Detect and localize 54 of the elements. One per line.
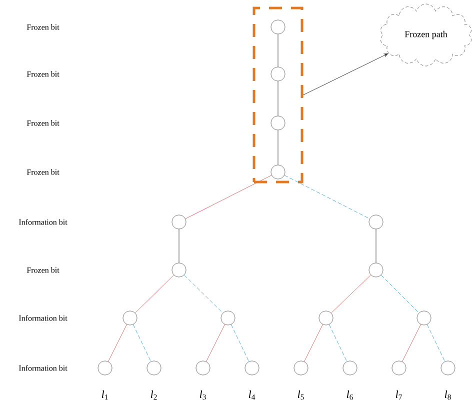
tree-edge [178, 228, 180, 264]
row-label: Frozen bit [26, 71, 60, 77]
row-label: Frozen bit [26, 169, 60, 175]
row-label: Information bit [18, 219, 68, 225]
highlight-box [252, 6, 304, 184]
tree-node [98, 360, 112, 376]
leaf-label: l$_{3}$ [200, 390, 206, 400]
tree-node [270, 20, 286, 34]
tree-node [318, 310, 334, 326]
tree-edge [328, 324, 348, 362]
tree-edge [230, 324, 250, 362]
row-label: Frozen bit [26, 267, 60, 273]
leaf-label: l$_{5}$ [298, 390, 304, 400]
tree-edge [380, 274, 420, 314]
tree-edge [184, 274, 224, 314]
leaf-label: l$_{2}$ [150, 390, 157, 400]
row-label: Frozen bit [26, 24, 60, 30]
leaf-label: l$_{6}$ [346, 390, 353, 400]
tree-node [244, 360, 260, 376]
arrow [303, 53, 388, 96]
cloud: Frozen path [380, 4, 472, 66]
leaf-label: l$_{4}$ [248, 390, 256, 400]
leaf-label: l$_{8}$ [444, 390, 451, 400]
tree-node [270, 164, 286, 180]
tree-edge [185, 175, 272, 219]
tree-edge [304, 324, 324, 362]
row-label: Frozen bit [26, 120, 60, 126]
tree-node [392, 360, 406, 376]
tree-node [220, 310, 236, 326]
tree-node [122, 310, 138, 326]
tree-edge [284, 175, 370, 219]
tree-node [172, 262, 186, 278]
row-label: Information bit [18, 315, 68, 321]
tree-node [416, 310, 432, 326]
tree-edge [132, 324, 152, 362]
tree-node [270, 116, 286, 130]
tree-node [368, 214, 384, 230]
tree-node [196, 360, 210, 376]
tree-node [172, 214, 186, 230]
row-label: Information bit [18, 365, 68, 371]
tree-edge [134, 274, 174, 314]
tree-node [146, 360, 162, 376]
tree-edge [330, 274, 372, 314]
tree-edge [108, 324, 128, 362]
tree-node [270, 66, 286, 82]
leaf-label: l$_{1}$ [102, 390, 108, 400]
leaf-label: l$_{7}$ [396, 390, 402, 400]
tree-edge [426, 324, 446, 362]
tree-node [342, 360, 358, 376]
tree-edge [402, 324, 422, 362]
tree-edge [206, 324, 226, 362]
tree-node [294, 360, 308, 376]
tree-node [440, 360, 456, 376]
tree-node [368, 262, 384, 278]
